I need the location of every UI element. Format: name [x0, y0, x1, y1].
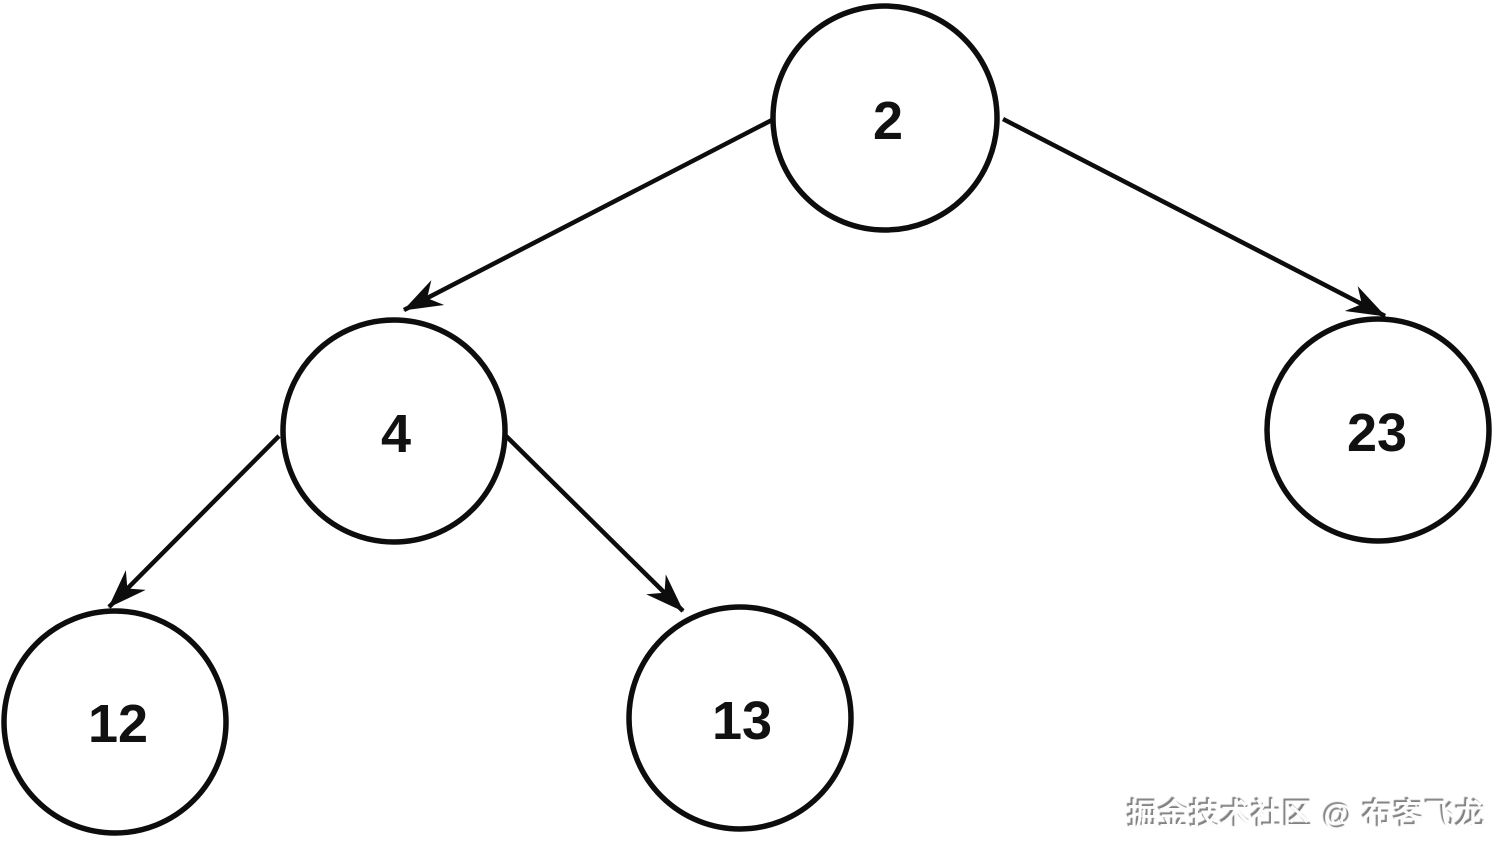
tree-node-root-right: 23	[1264, 316, 1492, 544]
edge-2-to-23	[1001, 117, 1387, 318]
edge-2-to-4	[402, 118, 774, 312]
node-circle-left-right	[626, 604, 854, 832]
node-label-left-right: 13	[712, 691, 772, 751]
node-circle-root-left	[280, 317, 508, 545]
node-circle-root	[770, 3, 1000, 233]
node-label-root-left: 4	[381, 404, 411, 464]
tree-node-left-right: 13	[626, 604, 854, 832]
node-label-root-right: 23	[1347, 403, 1407, 463]
node-circle-root-right	[1264, 316, 1492, 544]
node-label-left-left: 12	[88, 694, 148, 754]
watermark: 掘金技术社区 @ 布客飞龙	[1128, 799, 1487, 832]
tree-edges	[107, 117, 1387, 613]
edge-4-to-13	[503, 433, 685, 613]
node-label-root: 2	[873, 91, 903, 151]
edge-4-to-12	[107, 434, 281, 609]
tree-node-root-left: 4	[280, 317, 508, 545]
tree-node-root: 2	[770, 3, 1000, 233]
tree-node-left-left: 12	[1, 608, 229, 836]
node-circle-left-left	[1, 608, 229, 836]
